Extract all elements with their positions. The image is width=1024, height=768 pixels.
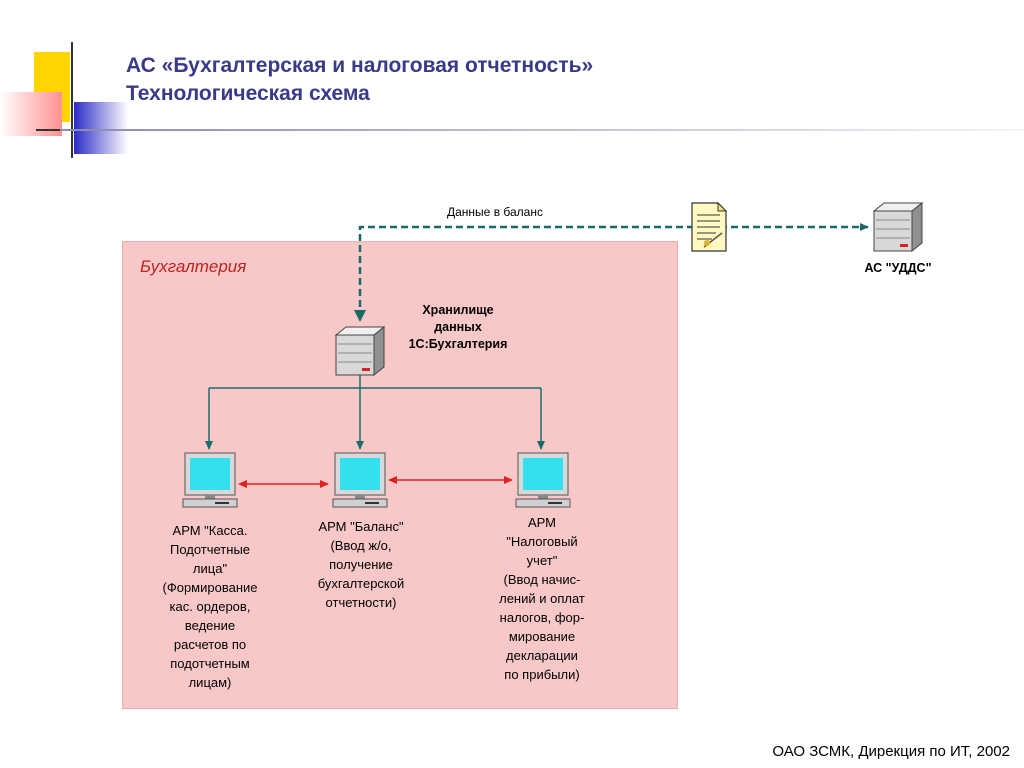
title-line-2: Технологическая схема bbox=[126, 82, 370, 105]
deco-red-block bbox=[0, 92, 62, 136]
arm-nalog-line: мирование bbox=[508, 629, 576, 644]
accounting-zone-label: Бухгалтерия bbox=[140, 257, 247, 276]
storage-label-line-3: 1С:Бухгалтерия bbox=[408, 337, 508, 351]
arm-kassa-line: кас. ордеров, bbox=[169, 599, 251, 614]
page-title: АС «Бухгалтерская и налоговая отчетность… bbox=[126, 52, 593, 108]
arm-nalog-line: налогов, фор- bbox=[499, 610, 585, 625]
arm-balans-line: отчетности) bbox=[325, 595, 397, 610]
arm-balans-line: бухгалтерской bbox=[317, 576, 405, 591]
arm-kassa-monitor-icon bbox=[182, 452, 238, 508]
arm-kassa-line: Подотчетные bbox=[169, 542, 251, 557]
arm-nalog-line: по прибыли) bbox=[504, 667, 580, 682]
arm-balans-monitor-icon bbox=[332, 452, 388, 508]
arm-nalog-line: "Налоговый bbox=[506, 534, 578, 549]
arm-kassa-line: (Формирование bbox=[162, 580, 258, 595]
title-line-1: АС «Бухгалтерская и налоговая отчетность… bbox=[126, 54, 594, 77]
arm-balans-label: АРМ "Баланс" (Ввод ж/о, получение бухгал… bbox=[298, 517, 424, 612]
title-underline bbox=[60, 129, 1024, 131]
arm-nalog-line: декларации bbox=[506, 648, 578, 663]
arm-nalog-line: (Ввод начис- bbox=[503, 572, 581, 587]
document-icon bbox=[691, 201, 728, 252]
arm-kassa-line: лица" bbox=[192, 561, 228, 576]
arm-kassa-line: подотчетным bbox=[170, 656, 250, 671]
udds-server-icon bbox=[873, 202, 923, 252]
udds-label: АС "УДДС" bbox=[864, 261, 932, 275]
storage-label-line-2: данных bbox=[434, 320, 482, 334]
edge-label-data-to-balance: Данные в баланс bbox=[447, 205, 543, 219]
arm-nalog-monitor-icon bbox=[515, 452, 571, 508]
arm-kassa-line: расчетов по bbox=[173, 637, 247, 652]
edge-storage-arrowhead bbox=[354, 310, 366, 322]
arm-nalog-line: учет" bbox=[526, 553, 558, 568]
arm-kassa-label: АРМ "Касса. Подотчетные лица" (Формирова… bbox=[150, 521, 270, 692]
footer-credit: ОАО ЗСМК, Дирекция по ИТ, 2002 bbox=[772, 743, 1010, 760]
arm-balans-line: АРМ "Баланс" bbox=[318, 519, 404, 534]
storage-label: Хранилище данных 1С:Бухгалтерия bbox=[398, 302, 518, 353]
arm-balans-line: получение bbox=[329, 557, 393, 572]
arm-balans-line: (Ввод ж/о, bbox=[330, 538, 392, 553]
storage-label-line-1: Хранилище bbox=[422, 303, 494, 317]
deco-blue-block bbox=[74, 102, 128, 154]
arm-nalog-label: АРМ "Налоговый учет" (Ввод начис- лений … bbox=[482, 513, 602, 684]
arm-nalog-line: лений и оплат bbox=[499, 591, 585, 606]
arm-kassa-line: лицам) bbox=[188, 675, 232, 690]
arm-kassa-line: АРМ "Касса. bbox=[172, 523, 248, 538]
arm-nalog-line: АРМ bbox=[527, 515, 557, 530]
arm-kassa-line: ведение bbox=[184, 618, 236, 633]
deco-vertical-line bbox=[71, 42, 73, 158]
storage-server-icon bbox=[335, 326, 385, 376]
